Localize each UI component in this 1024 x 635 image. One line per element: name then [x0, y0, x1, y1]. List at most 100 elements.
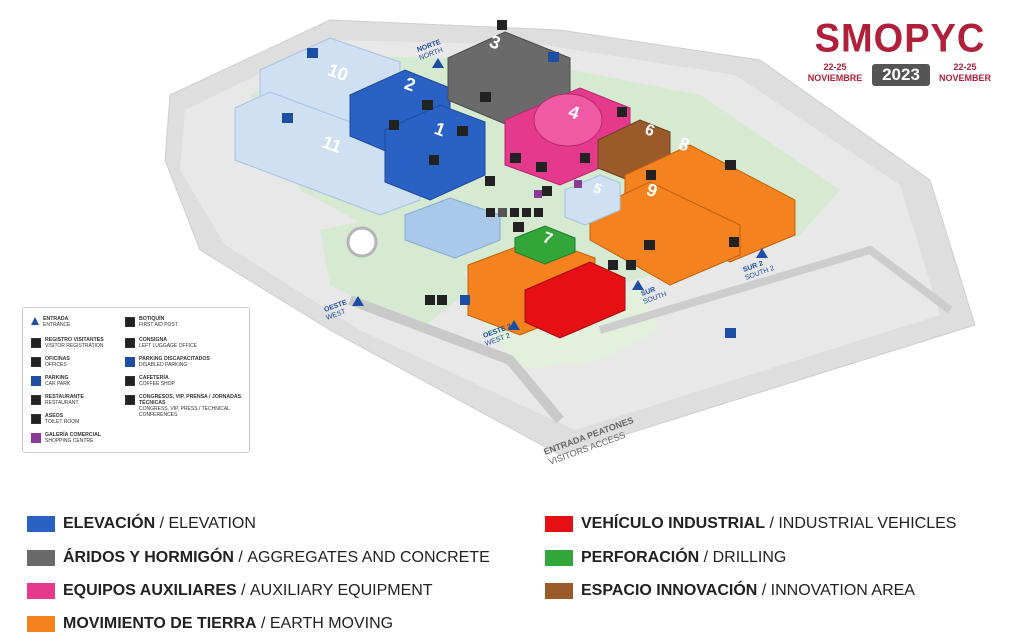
legend-innovation-swatch	[545, 583, 573, 599]
coffee-icon[interactable]	[608, 260, 618, 270]
wc-icon	[31, 414, 41, 424]
coffee-icon	[125, 376, 135, 386]
key-coffee-en: COFFEE SHOP	[139, 381, 175, 387]
legend-auxiliary-swatch	[27, 583, 55, 599]
key-disabled-parking-en: DISABLED PARKING	[139, 362, 188, 368]
registration-icon	[31, 338, 41, 348]
legend-drilling: PERFORACIÓN / DRILLING	[545, 549, 786, 567]
fairground-map: 10 11 2 1 3 4 6 8 9 5 7	[164, 19, 976, 467]
key-shopping-es: GALERÍA COMERCIAL	[45, 432, 102, 438]
luggage-icon	[125, 338, 135, 348]
key-disabled-parking-es: PARKING DISCAPACITADOS	[139, 356, 210, 362]
disabled-parking-icon[interactable]	[460, 295, 470, 305]
pavilion-9[interactable]: 9	[589, 179, 741, 286]
hall-light-centre[interactable]	[404, 197, 501, 259]
logo-dates-en: 22-25 NOVEMBER	[930, 62, 1000, 84]
office-icon[interactable]	[486, 208, 495, 217]
office-icon[interactable]	[534, 208, 543, 217]
key-offices-es: OFICINAS	[45, 356, 70, 362]
pavilion-11[interactable]: 11	[234, 91, 421, 216]
parking-icon[interactable]	[725, 328, 736, 338]
key-parking-en: CAR PARK	[45, 381, 71, 387]
first-aid-icon[interactable]	[580, 153, 590, 163]
parking-icon[interactable]	[548, 52, 559, 62]
restaurant-icon[interactable]	[485, 176, 495, 186]
logo-dates-es-days: 22-25	[823, 62, 847, 72]
key-restaurant-en: RESTAURANT	[45, 400, 79, 406]
parking-icon[interactable]	[282, 113, 293, 123]
registration-icon[interactable]	[729, 237, 739, 247]
pavilion-industrial[interactable]	[524, 261, 626, 339]
legend-aggregates-swatch	[27, 550, 55, 566]
pavilion-3[interactable]: 3	[447, 31, 571, 127]
legend-industrial-es: VEHÍCULO INDUSTRIAL	[581, 515, 765, 532]
coffee-icon[interactable]	[497, 20, 507, 30]
key-first-aid-en: FIRST AID POST	[139, 322, 178, 328]
shopping-icon	[31, 433, 41, 443]
wc-icon[interactable]	[510, 153, 521, 163]
congress-icon	[125, 395, 135, 405]
logo-dates-en-days: 22-25	[953, 62, 977, 72]
shopping-icon[interactable]	[534, 190, 542, 198]
key-entrance-es: ENTRADA	[43, 316, 69, 322]
wc-icon[interactable]	[644, 240, 655, 250]
key-entrance-en: ENTRANCE	[43, 322, 71, 328]
luggage-icon[interactable]	[437, 295, 447, 305]
legend-elevation-es: ELEVACIÓN	[63, 515, 156, 532]
key-luggage-en: LEFT LUGGAGE OFFICE	[139, 343, 197, 349]
key-first-aid-es: BOTIQUÍN	[139, 316, 165, 322]
disabled-parking-icon	[125, 357, 135, 367]
legend-innovation-en: INNOVATION AREA	[770, 582, 915, 599]
key-offices-en: OFFICES	[45, 362, 67, 368]
logo-dates-es-month: NOVIEMBRE	[807, 73, 863, 83]
registration-icon[interactable]	[626, 260, 636, 270]
legend-drilling-en: DRILLING	[712, 549, 787, 566]
coffee-icon[interactable]	[646, 170, 656, 180]
key-toilets-en: TOILET ROOM	[45, 419, 80, 425]
shopping-icon[interactable]	[574, 180, 582, 188]
wc-icon[interactable]	[480, 92, 491, 102]
luggage-icon[interactable]	[425, 295, 435, 305]
entrance-triangle-icon	[31, 317, 39, 325]
wc-icon[interactable]	[725, 160, 736, 170]
wc-icon[interactable]	[422, 100, 433, 110]
logo-year: 2023	[872, 64, 930, 86]
wc-icon[interactable]	[457, 126, 468, 136]
legend-auxiliary-en: AUXILIARY EQUIPMENT	[250, 582, 433, 599]
key-registration-es: REGISTRO VISITANTES	[45, 337, 104, 343]
coffee-icon[interactable]	[429, 155, 439, 165]
coffee-icon[interactable]	[617, 107, 627, 117]
roundabout	[346, 226, 378, 258]
legend-drilling-es: PERFORACIÓN	[581, 549, 700, 566]
wc-icon[interactable]	[536, 162, 547, 172]
office-icon[interactable]	[498, 208, 507, 217]
office-icon[interactable]	[510, 208, 519, 217]
key-shopping-en: SHOPPING CENTRE	[45, 438, 94, 444]
coffee-icon[interactable]	[389, 120, 399, 130]
key-registration-en: VISITOR REGISTRATION	[45, 343, 104, 349]
legend-auxiliary-es: EQUIPOS AUXILIARES	[63, 582, 237, 599]
legend-earth-moving: MOVIMIENTO DE TIERRA / EARTH MOVING	[27, 615, 393, 633]
legend-auxiliary: EQUIPOS AUXILIARES / AUXILIARY EQUIPMENT	[27, 582, 433, 600]
wc-icon[interactable]	[513, 222, 524, 232]
legend-industrial-swatch	[545, 516, 573, 532]
office-icon[interactable]	[522, 208, 531, 217]
pavilion-7-drilling[interactable]: 7	[514, 225, 576, 265]
restaurant-icon[interactable]	[542, 186, 552, 196]
restaurant-icon	[31, 395, 41, 405]
legend-industrial-en: INDUSTRIAL VEHICLES	[778, 515, 957, 532]
service-icons	[282, 20, 739, 338]
parking-icon[interactable]	[307, 48, 318, 58]
legend-aggregates: ÁRIDOS Y HORMIGÓN / AGGREGATES AND CONCR…	[27, 549, 490, 567]
